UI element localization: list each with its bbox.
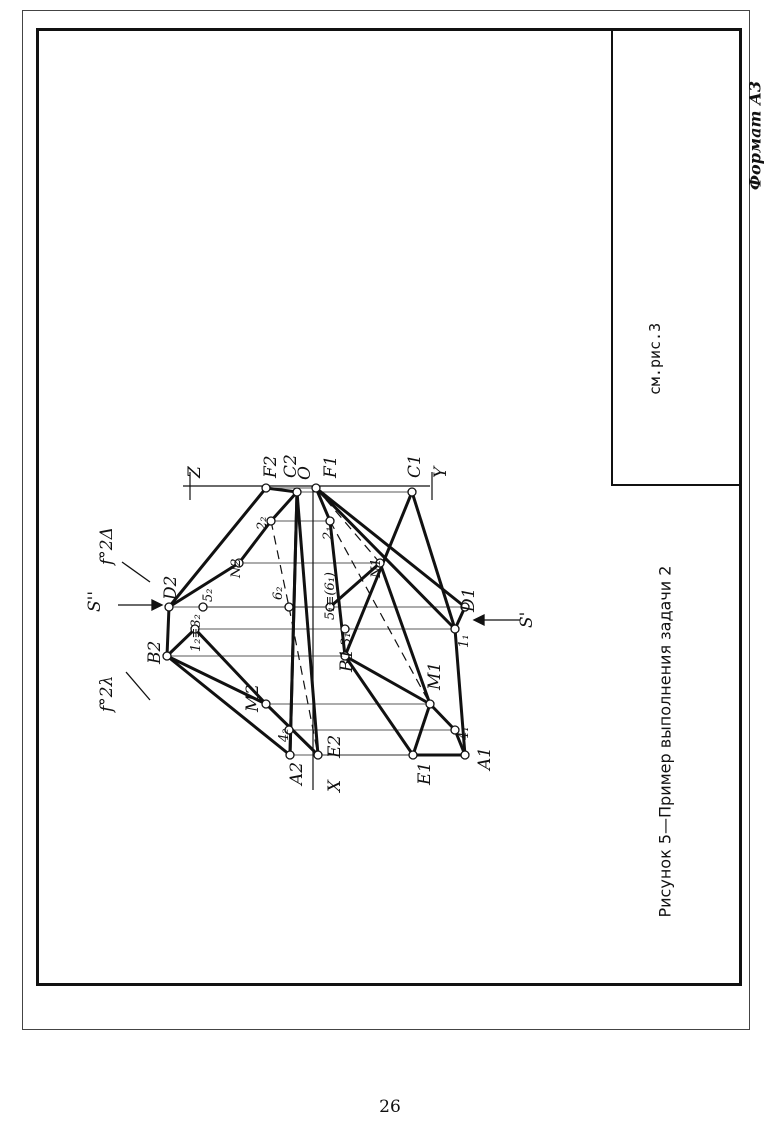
- trace-leaders: [121, 561, 151, 701]
- outer-frame: [22, 10, 750, 1030]
- label-2-2: 2₂: [255, 517, 270, 531]
- label-4-1: 4₁: [457, 727, 472, 741]
- label-F2: F2: [261, 455, 281, 479]
- label-N2: N2: [229, 558, 244, 579]
- label-origin: O: [295, 466, 315, 480]
- label-3-1: 3₁: [339, 633, 354, 646]
- label-y: Y: [431, 465, 451, 478]
- horizontal-projection: [314, 486, 467, 757]
- horizontal-hidden: [315, 487, 431, 705]
- label-5-1-eq-6-1: 5₁≡(6₁): [323, 572, 338, 620]
- label-5-2: 5₂: [201, 589, 216, 602]
- label-f2-lambda: f°2λ: [97, 676, 117, 714]
- label-A2: A2: [287, 762, 307, 787]
- label-D2: D2: [161, 576, 181, 601]
- label-2-1: 2₁: [321, 527, 336, 541]
- label-s-double-prime: S'': [85, 591, 105, 612]
- frontal-hidden: [270, 520, 319, 756]
- label-s-prime: S': [517, 612, 537, 628]
- label-6-2: 6₂: [271, 587, 286, 600]
- drawing-labels: Z Y X O S'' S' f°2Δ f°2λ A2 B2 C2 D2 E2 …: [85, 454, 537, 794]
- axis-ticks: [189, 472, 433, 500]
- label-x: X: [325, 779, 345, 794]
- label-M2: M2: [243, 684, 263, 713]
- point-markers: [162, 483, 470, 760]
- label-1-1: 1₁: [457, 635, 472, 648]
- label-f2-delta: f°2Δ: [97, 527, 117, 567]
- horizontal-outline: [314, 486, 467, 757]
- label-M1: M1: [425, 662, 445, 691]
- label-D1: D1: [459, 588, 479, 613]
- label-E2: E2: [325, 735, 345, 759]
- label-C2: C2: [281, 454, 301, 478]
- label-4-2: 4₂: [277, 729, 292, 743]
- label-B1: B1: [337, 649, 357, 673]
- label-E1: E1: [415, 762, 435, 786]
- title-block: [611, 28, 742, 486]
- label-B2: B2: [145, 641, 165, 665]
- frontal-outline: [165, 486, 299, 757]
- drawing-frame: [36, 28, 742, 986]
- label-z: Z: [185, 465, 205, 479]
- label-F1: F1: [321, 455, 341, 479]
- direction-arrows: [118, 598, 520, 627]
- label-1-2-eq-3-2: 1₂≡3₂: [189, 614, 204, 652]
- label-C1: C1: [405, 454, 425, 478]
- frontal-projection: [165, 486, 320, 757]
- page-number: 26: [379, 1097, 401, 1117]
- label-N1: N1: [369, 558, 384, 579]
- label-A1: A1: [475, 747, 495, 772]
- axes: [183, 485, 430, 790]
